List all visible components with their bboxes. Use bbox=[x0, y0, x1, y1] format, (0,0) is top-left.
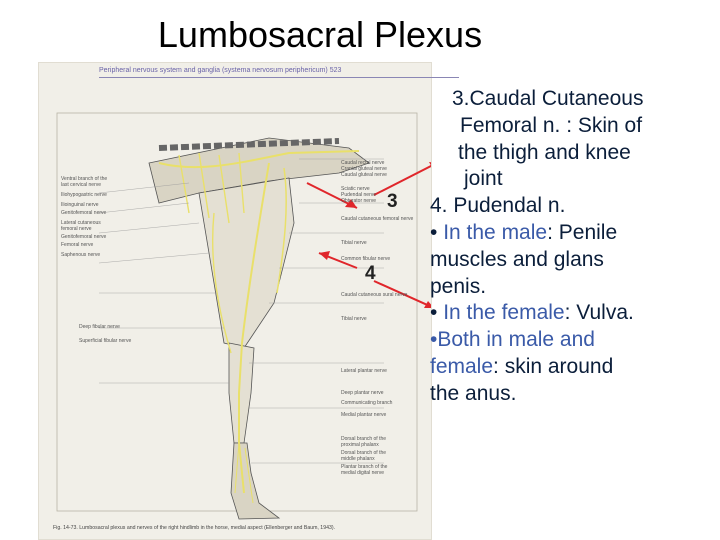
figure-label: Ilioinguinal nerve bbox=[61, 203, 99, 208]
female-label: In the female bbox=[443, 301, 564, 324]
item4-heading: 4. Pudendal n. bbox=[430, 193, 720, 220]
item3-line: Femoral n. : Skin of bbox=[430, 113, 720, 140]
male-text: : Penile bbox=[547, 221, 617, 244]
figure-label: Caudal gluteal nerve bbox=[341, 173, 387, 178]
figure-caption: Fig. 14-73. Lumbosacral plexus and nerve… bbox=[53, 525, 423, 531]
figure-label: Caudal cutaneous femoral nerve bbox=[341, 217, 413, 222]
item3-line: the thigh and knee bbox=[430, 140, 720, 167]
anatomy-figure: Peripheral nervous system and ganglia (s… bbox=[38, 62, 432, 540]
both-line: •Both in male and bbox=[430, 327, 720, 354]
figure-label: Caudal cutaneous sural nerve bbox=[341, 293, 407, 298]
both-label: female bbox=[430, 355, 493, 378]
figure-label: Deep plantar nerve bbox=[341, 391, 384, 396]
figure-label: Genitofemoral nerve bbox=[61, 211, 106, 216]
male-line: muscles and glans bbox=[430, 247, 720, 274]
female-bullet: • bbox=[430, 301, 443, 324]
both-label: Both in male and bbox=[437, 328, 595, 351]
figure-label: Communicating branch bbox=[341, 401, 392, 406]
figure-label: Medial plantar nerve bbox=[341, 413, 386, 418]
callout-4-arrowhead bbox=[319, 251, 330, 260]
figure-label: proximal phalanx bbox=[341, 443, 379, 448]
both-line: the anus. bbox=[430, 381, 720, 408]
item3-line: joint bbox=[430, 166, 720, 193]
female-bullet-line: • In the female: Vulva. bbox=[430, 300, 720, 327]
both-line: female: skin around bbox=[430, 354, 720, 381]
notes-panel: 3.Caudal Cutaneous Femoral n. : Skin of … bbox=[430, 86, 720, 408]
figure-label: Femoral nerve bbox=[61, 243, 93, 248]
callout-number-4: 4 bbox=[365, 263, 376, 285]
figure-label: Common fibular nerve bbox=[341, 257, 390, 262]
male-bullet-line: • In the male: Penile bbox=[430, 220, 720, 247]
figure-label: middle phalanx bbox=[341, 457, 375, 462]
figure-label: femoral nerve bbox=[61, 227, 92, 232]
figure-label: Superficial fibular nerve bbox=[79, 339, 131, 344]
figure-label: Genitofemoral nerve bbox=[61, 235, 106, 240]
both-text: : skin around bbox=[493, 355, 613, 378]
figure-label: Iliohypogastric nerve bbox=[61, 193, 107, 198]
figure-label: medial digital nerve bbox=[341, 471, 384, 476]
male-bullet: • bbox=[430, 221, 443, 244]
male-line: penis. bbox=[430, 274, 720, 301]
callout-number-3: 3 bbox=[387, 191, 398, 213]
figure-label: Saphenous nerve bbox=[61, 253, 100, 258]
figure-label: Tibial nerve bbox=[341, 241, 367, 246]
item3-heading: 3.Caudal Cutaneous bbox=[430, 86, 720, 113]
figure-label: last cervical nerve bbox=[61, 183, 101, 188]
male-label: In the male bbox=[443, 221, 547, 244]
figure-label: Deep fibular nerve bbox=[79, 325, 120, 330]
slide-title: Lumbosacral Plexus bbox=[0, 14, 720, 56]
figure-label: Obturator nerve bbox=[341, 199, 376, 204]
figure-label: Tibial nerve bbox=[341, 317, 367, 322]
figure-label: Lateral plantar nerve bbox=[341, 369, 387, 374]
female-text: : Vulva. bbox=[565, 301, 634, 324]
